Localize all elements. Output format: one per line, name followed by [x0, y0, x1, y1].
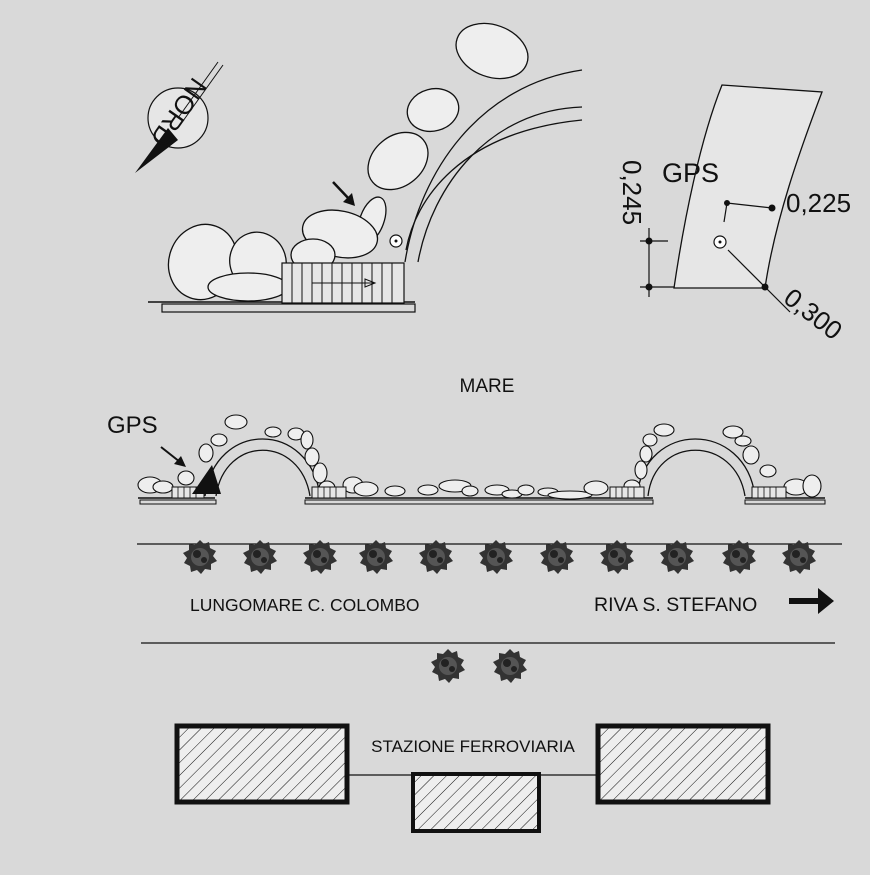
gps-detail: GPS 0,225 0,300 0,245 [617, 84, 851, 346]
tree-icon [183, 540, 217, 574]
gps-detail-label: GPS [662, 158, 719, 188]
station-label: STAZIONE FERROVIARIA [371, 737, 575, 756]
dim-bottom: 0,300 [778, 282, 848, 346]
plan-gps-label: GPS [107, 412, 158, 439]
tree-icon [660, 540, 694, 574]
dim-vertical: 0,245 [617, 160, 647, 225]
station-building-center [411, 772, 541, 833]
direction-arrow-icon [789, 588, 834, 614]
station: STAZIONE FERROVIARIA [174, 723, 771, 833]
tree-icon [359, 540, 393, 574]
road-label: LUNGOMARE C. COLOMBO [190, 595, 419, 615]
tree-icon [303, 540, 337, 574]
road: LUNGOMARE C. COLOMBO RIVA S. STEFANO [137, 540, 842, 683]
tree-icon [243, 540, 277, 574]
plan-view: GPS [107, 412, 826, 505]
rock-pile [167, 22, 529, 302]
tree-icon [419, 540, 453, 574]
tree-icon [479, 540, 513, 574]
direction-label: RIVA S. STEFANO [594, 594, 757, 616]
breakwater-rocks [137, 414, 822, 500]
north-arrow: NORD [135, 61, 224, 173]
north-arrow-icon [135, 61, 224, 173]
tree-icon [722, 540, 756, 574]
dim-top: 0,225 [786, 188, 851, 218]
tree-icon [493, 649, 527, 683]
station-building-right [595, 723, 771, 805]
pointer-arrow-icon [332, 181, 355, 206]
station-building-left [174, 723, 350, 805]
tree-row [183, 540, 816, 574]
section-detail [148, 22, 583, 313]
tree-icon [782, 540, 816, 574]
pointer-arrow-icon [160, 446, 186, 467]
gps-position-marker [192, 465, 221, 494]
tree-icon [431, 649, 465, 683]
tree-icon [600, 540, 634, 574]
tree-icon [540, 540, 574, 574]
sea-label: MARE [460, 376, 515, 397]
